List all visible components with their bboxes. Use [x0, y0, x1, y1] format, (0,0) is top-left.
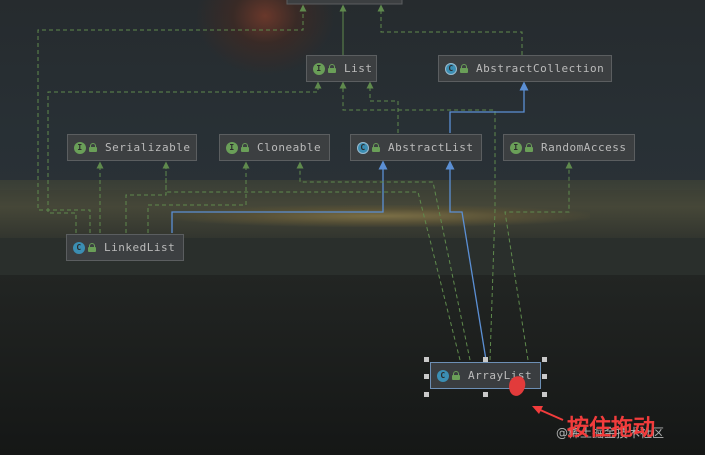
class-icon: C [437, 369, 449, 382]
resize-handle-bottom-center[interactable] [483, 392, 488, 397]
abstract-class-icon: C [445, 62, 457, 75]
resize-handle-bottom-left[interactable] [424, 392, 429, 397]
node-cloneable[interactable]: I Cloneable [219, 134, 330, 161]
interface-icon: I [226, 141, 238, 154]
edge-arraylist-to-cloneable [296, 161, 471, 361]
edge-linkedlist-to-cloneable [147, 161, 250, 233]
lock-icon [452, 371, 460, 380]
node-label: AbstractList [388, 141, 474, 154]
annotation-arrow-head [532, 406, 543, 414]
node-label: Cloneable [257, 141, 322, 154]
interface-icon: I [74, 141, 86, 154]
lock-icon [241, 143, 249, 152]
resize-handle-middle-left[interactable] [424, 374, 429, 379]
node-abstract-collection[interactable]: C AbstractCollection [438, 55, 612, 82]
lock-icon [89, 143, 97, 152]
node-serializable[interactable]: I Serializable [67, 134, 197, 161]
node-random-access[interactable]: I RandomAccess [503, 134, 635, 161]
background-crowd [0, 275, 705, 455]
node-label: Serializable [105, 141, 191, 154]
resize-handle-top-left[interactable] [424, 357, 429, 362]
edge-abstractlist-to-list [366, 81, 399, 133]
class-icon: C [73, 241, 85, 254]
lock-icon [88, 243, 96, 252]
edge-linkedlist-to-serializable-2 [125, 165, 167, 233]
lock-icon [460, 64, 468, 73]
edge-abstractcollection-to-top [377, 4, 523, 55]
edge-linkedlist-to-list [47, 81, 322, 233]
edge-arraylist-to-randomaccess [504, 161, 573, 361]
resize-handle-bottom-right[interactable] [542, 392, 547, 397]
edge-linkedlist-to-top [37, 4, 307, 233]
lock-icon [328, 64, 336, 73]
node-list[interactable]: I List [306, 55, 377, 82]
edge-arraylist-to-list [339, 81, 496, 361]
annotation-arrow-line [537, 408, 564, 421]
resize-handle-middle-right[interactable] [542, 374, 547, 379]
watermark: @稀土掘金技术社区 [556, 426, 665, 440]
edge-arraylist-to-abstractlist [445, 160, 487, 361]
node-linked-list[interactable]: C LinkedList [66, 234, 184, 261]
resize-handle-top-right[interactable] [542, 357, 547, 362]
background-city-lights [170, 205, 590, 227]
node-label: AbstractCollection [476, 62, 605, 75]
top-parent-node-fragment [286, 0, 403, 5]
lock-icon [372, 143, 380, 152]
edge-linkedlist-to-abstractlist [171, 160, 388, 233]
node-abstract-list[interactable]: C AbstractList [350, 134, 482, 161]
edge-arraylist-to-serializable [162, 161, 461, 361]
edge-abstractlist-to-abstractcollection [449, 81, 529, 133]
node-label: LinkedList [104, 241, 176, 254]
node-label: List [344, 62, 373, 75]
interface-icon: I [313, 62, 325, 75]
lock-icon [525, 143, 533, 152]
resize-handle-top-center[interactable] [483, 357, 488, 362]
interface-icon: I [510, 141, 522, 154]
annotation-label: 按住拖动 [567, 416, 656, 441]
abstract-class-icon: C [357, 141, 369, 154]
node-label: RandomAccess [541, 141, 627, 154]
